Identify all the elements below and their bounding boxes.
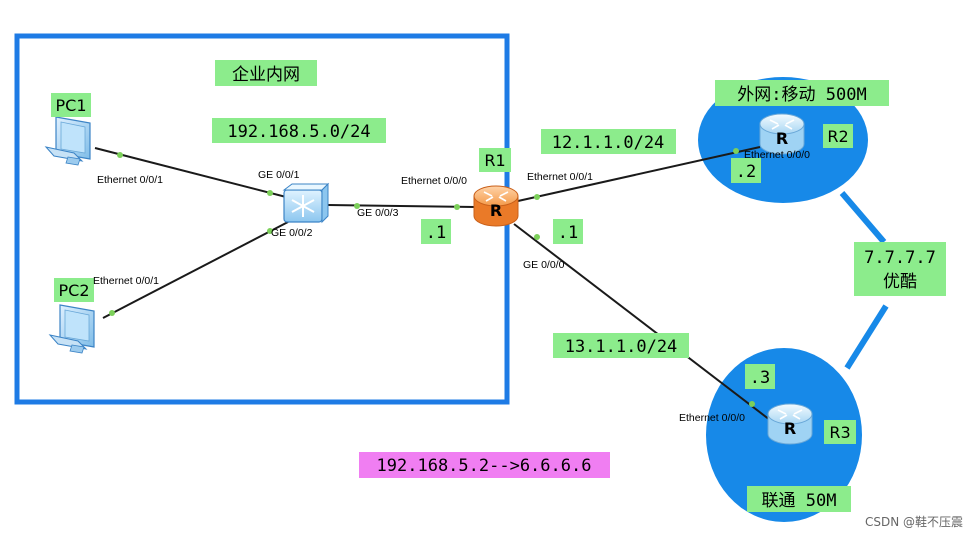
switch-icon — [282, 182, 330, 224]
r2-device-label: R2 — [827, 127, 848, 146]
label-box — [731, 158, 761, 183]
link-switch-r1 — [327, 204, 476, 208]
label-box — [747, 486, 851, 512]
watermark: CSDN @鞋不压震 — [865, 514, 963, 529]
r1-right-host-label: .1 — [558, 223, 578, 243]
port-dot — [267, 228, 273, 234]
links — [94, 146, 771, 421]
port-dot — [534, 234, 540, 240]
r1-left-host-label: .1 — [426, 223, 446, 243]
label-box — [553, 219, 583, 244]
label-box — [421, 219, 451, 244]
label-box — [54, 278, 94, 302]
label-box — [541, 129, 676, 154]
port-dot — [749, 401, 755, 407]
youku-link-top — [839, 191, 887, 244]
r2-host-label: .2 — [736, 162, 756, 182]
label-box — [479, 148, 511, 172]
youku-ip-label: 7.7.7.7 — [864, 248, 936, 268]
label-box — [215, 60, 317, 86]
pc1-device-label: PC1 — [56, 96, 87, 115]
pc2-computer-icon — [48, 304, 95, 354]
label-box — [745, 364, 775, 389]
label-box — [359, 452, 610, 478]
link-r1-r3-label: 13.1.1.0/24 — [565, 337, 678, 357]
port-labels: Ethernet 0/0/1 Ethernet 0/0/1 GE 0/0/1 G… — [93, 149, 810, 424]
link-r1-r3 — [513, 223, 771, 421]
port-dot — [534, 194, 540, 200]
switch-port-ge003: GE 0/0/3 — [357, 207, 399, 219]
label-box — [854, 242, 946, 296]
r1-port-eth000: Ethernet 0/0/0 — [401, 175, 467, 187]
label-box — [715, 80, 889, 106]
r1-router-icon: R — [473, 185, 519, 227]
green-labels: 企业内网 192.168.5.0/24 .1 12.1.1.0/24 .1 .2… — [51, 60, 946, 512]
enterprise-subnet-label: 192.168.5.0/24 — [227, 122, 370, 142]
port-dot — [109, 310, 115, 316]
link-pc1-switch — [94, 147, 291, 199]
pc1-port-label: Ethernet 0/0/1 — [97, 174, 163, 186]
isp-mobile-label: 外网:移动 500M — [737, 85, 866, 105]
label-box — [824, 420, 856, 444]
link-pc2-switch — [102, 221, 289, 319]
r1-glyph: R — [490, 201, 502, 220]
pc1-computer-icon — [44, 116, 91, 166]
r2-router-icon: R — [759, 113, 805, 155]
r2-port-eth000: Ethernet 0/0/0 — [744, 149, 810, 161]
r3-port-eth000: Ethernet 0/0/0 — [679, 412, 745, 424]
r3-router-icon: R — [767, 403, 813, 445]
isp-unicom-label: 联通 50M — [762, 491, 837, 511]
port-dots — [109, 148, 755, 407]
r1-port-eth001: Ethernet 0/0/1 — [527, 171, 593, 183]
r3-device-label: R3 — [829, 423, 850, 442]
label-box — [212, 118, 386, 143]
port-dot — [354, 203, 360, 209]
label-box — [823, 124, 853, 148]
link-r1-r2 — [517, 146, 761, 202]
port-dot — [454, 204, 460, 210]
port-dot — [117, 152, 123, 158]
youku-link-bottom — [844, 304, 889, 370]
label-box — [51, 93, 91, 117]
label-box — [553, 333, 689, 358]
link-r1-r2-label: 12.1.1.0/24 — [552, 133, 665, 153]
r1-device-label: R1 — [484, 151, 505, 170]
nat-mapping-label: 192.168.5.2-->6.6.6.6 — [377, 456, 592, 476]
r2-glyph: R — [776, 129, 788, 148]
port-dot — [267, 190, 273, 196]
port-dot — [733, 148, 739, 154]
youku-name-label: 优酷 — [883, 272, 917, 292]
enterprise-net-label: 企业内网 — [232, 65, 300, 85]
r3-host-label: .3 — [750, 368, 770, 388]
pc2-device-label: PC2 — [59, 281, 90, 300]
pc2-port-label: Ethernet 0/0/1 — [93, 275, 159, 287]
r1-port-ge000: GE 0/0/0 — [523, 259, 565, 271]
switch-port-ge002: GE 0/0/2 — [271, 227, 313, 239]
r3-glyph: R — [784, 419, 796, 438]
switch-port-ge001: GE 0/0/1 — [258, 169, 300, 181]
